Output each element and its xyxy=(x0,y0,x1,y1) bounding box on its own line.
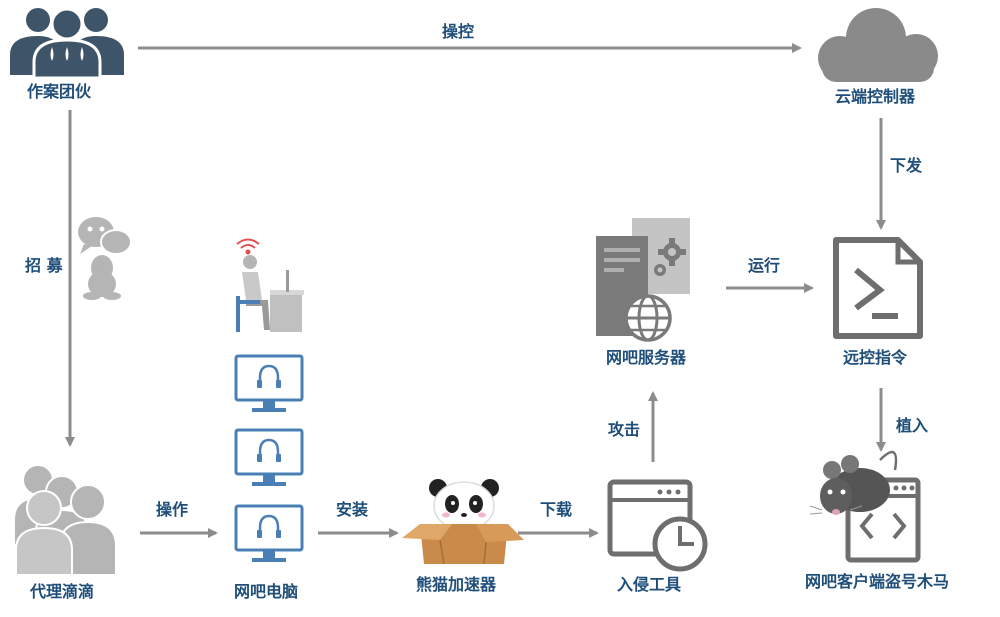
edge-label-attack: 攻击 xyxy=(608,420,641,439)
edge-label-install: 安装 xyxy=(336,500,369,519)
chat-app-icons xyxy=(78,217,132,300)
panda-box-icon xyxy=(402,479,524,565)
node-label-server: 网吧服务器 xyxy=(606,348,687,367)
node-label-panda: 熊猫加速器 xyxy=(416,575,497,594)
node-label-netbar-pc: 网吧电脑 xyxy=(234,582,299,601)
terminal-command-icon xyxy=(833,237,923,339)
edge-label-operate: 操作 xyxy=(156,500,189,519)
node-label-command: 远控指令 xyxy=(843,348,908,367)
agent-people-icon xyxy=(13,464,117,576)
qq-penguin-icon xyxy=(83,255,121,300)
server-icon xyxy=(596,218,690,342)
edge-label-implant: 植入 xyxy=(896,416,929,435)
cloud-icon xyxy=(818,8,938,82)
edge-label-control: 操控 xyxy=(442,22,475,41)
monitor-icon-3 xyxy=(234,504,304,562)
mouse-rat-icon xyxy=(809,450,898,515)
node-label-tool: 入侵工具 xyxy=(617,575,682,594)
wechat-icon xyxy=(78,217,132,255)
edge-label-download: 下载 xyxy=(540,500,573,519)
gang-icon xyxy=(10,7,124,80)
node-label-gang: 作案团伙 xyxy=(27,82,92,101)
arrows xyxy=(65,43,886,538)
intrusion-tool-icon xyxy=(607,479,708,572)
node-label-agent: 代理滴滴 xyxy=(30,582,95,601)
node-label-trojan: 网吧客户端盗号木马 xyxy=(805,572,950,591)
edge-label-recruit: 招 募 xyxy=(25,256,63,275)
monitor-icon-1 xyxy=(234,354,304,412)
edge-label-run: 运行 xyxy=(748,256,781,275)
person-at-desk-icon xyxy=(236,238,304,332)
node-label-cloud: 云端控制器 xyxy=(835,87,916,106)
trojan-icon xyxy=(809,450,921,563)
edge-label-issue: 下发 xyxy=(890,156,923,175)
monitor-icon-2 xyxy=(234,428,304,486)
